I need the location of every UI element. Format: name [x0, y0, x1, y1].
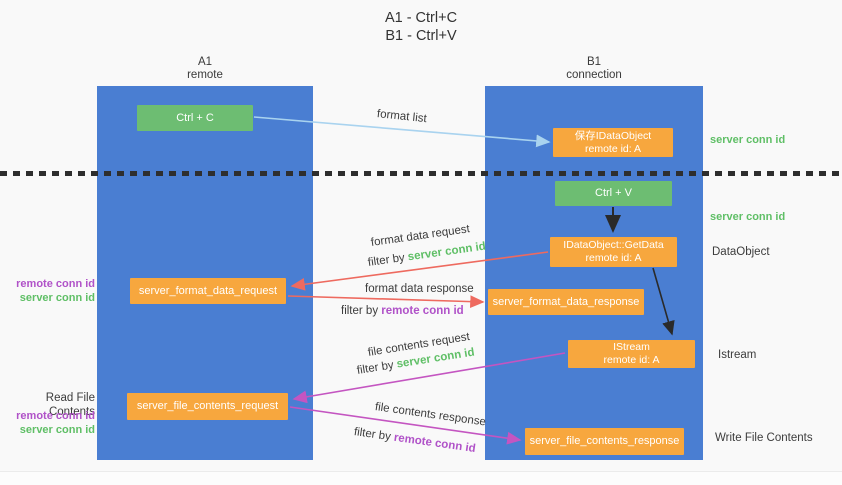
left-conn-id-labels-top: remote conn id server conn id: [0, 277, 95, 305]
remote-conn-id-text-2: remote conn id: [393, 431, 477, 456]
filter-by-text-4: filter by: [353, 426, 395, 444]
node-istream: IStream remote id: A: [568, 340, 695, 368]
format-data-response-arrow: [287, 295, 485, 309]
server-conn-id-text-1: server conn id: [407, 240, 487, 264]
column-b1-subtitle: connection: [566, 69, 622, 81]
filter-by-text-1: filter by: [367, 251, 409, 269]
title-line-1: A1 - Ctrl+C: [384, 10, 458, 26]
filter-by-remote-conn-id-label-2: filter by remote conn id: [353, 426, 476, 455]
node-server-format-data-response-label: server_format_data_response: [492, 295, 640, 308]
column-a1-subtitle: remote: [187, 69, 223, 81]
node-ctrl-v-label: Ctrl + V: [595, 187, 632, 199]
node-ctrl-c-label: Ctrl + C: [176, 111, 214, 124]
node-server-file-contents-request: server_file_contents_request: [127, 393, 288, 420]
node-save-idataobject-line1: 保存IDataObject: [574, 129, 652, 142]
filter-by-text-2: filter by: [341, 305, 382, 317]
left-remote-conn-id-bottom: remote conn id: [16, 410, 95, 422]
node-ctrl-v: Ctrl + V: [555, 181, 672, 206]
left-server-conn-id-top: server conn id: [19, 292, 95, 304]
dataobject-label: DataObject: [712, 246, 770, 258]
format-data-response-label: format data response: [365, 283, 474, 295]
node-server-format-data-request-label: server_format_data_request: [138, 284, 278, 297]
column-b1-name: B1: [586, 56, 602, 68]
column-b1-header: B1 connection: [485, 56, 703, 82]
node-server-file-contents-response-label: server_file_contents_response: [529, 435, 680, 447]
node-idataobject-getdata: IDataObject::GetData remote id: A: [550, 237, 677, 267]
node-save-idataobject-line2: remote id: A: [584, 142, 642, 155]
bottom-edge-strip: [0, 471, 842, 485]
write-file-contents-label: Write File Contents: [715, 432, 813, 444]
left-server-conn-id-bottom: server conn id: [19, 424, 95, 436]
node-server-format-data-response: server_format_data_response: [488, 289, 644, 315]
node-save-idataobject: 保存IDataObject remote id: A: [553, 128, 673, 157]
node-server-file-contents-response: server_file_contents_response: [525, 428, 684, 455]
filter-by-text-3: filter by: [356, 358, 398, 377]
column-a1-name: A1: [197, 56, 213, 68]
format-list-label: format list: [376, 108, 428, 126]
diagram-title: A1 - Ctrl+C B1 - Ctrl+V: [0, 9, 842, 45]
node-istream-line2: remote id: A: [603, 354, 660, 366]
node-idataobject-getdata-line1: IDataObject::GetData: [563, 239, 664, 251]
title-line-2: B1 - Ctrl+V: [385, 28, 457, 44]
filter-by-remote-conn-id-label-1: filter by remote conn id: [341, 305, 464, 317]
node-server-format-data-request: server_format_data_request: [130, 278, 286, 304]
dashed-separator-line: [0, 171, 842, 176]
column-a1-header: A1 remote: [97, 56, 313, 82]
file-contents-response-label: file contents response: [374, 401, 487, 429]
read-file-contents-label: Read File Contents: [45, 392, 95, 418]
remote-conn-id-text-1: remote conn id: [381, 305, 464, 317]
node-idataobject-getdata-line2: remote id: A: [585, 252, 642, 264]
right-server-conn-id-top: server conn id: [710, 134, 786, 146]
right-server-conn-id-mid: server conn id: [710, 211, 786, 223]
left-remote-conn-id-top: remote conn id: [16, 278, 95, 290]
node-server-file-contents-request-label: server_file_contents_request: [136, 400, 279, 412]
left-conn-id-labels-bottom: remote conn id server conn id: [0, 409, 95, 437]
node-istream-line1: IStream: [613, 341, 650, 353]
node-ctrl-c: Ctrl + C: [137, 105, 253, 131]
istream-label: Istream: [718, 349, 757, 361]
